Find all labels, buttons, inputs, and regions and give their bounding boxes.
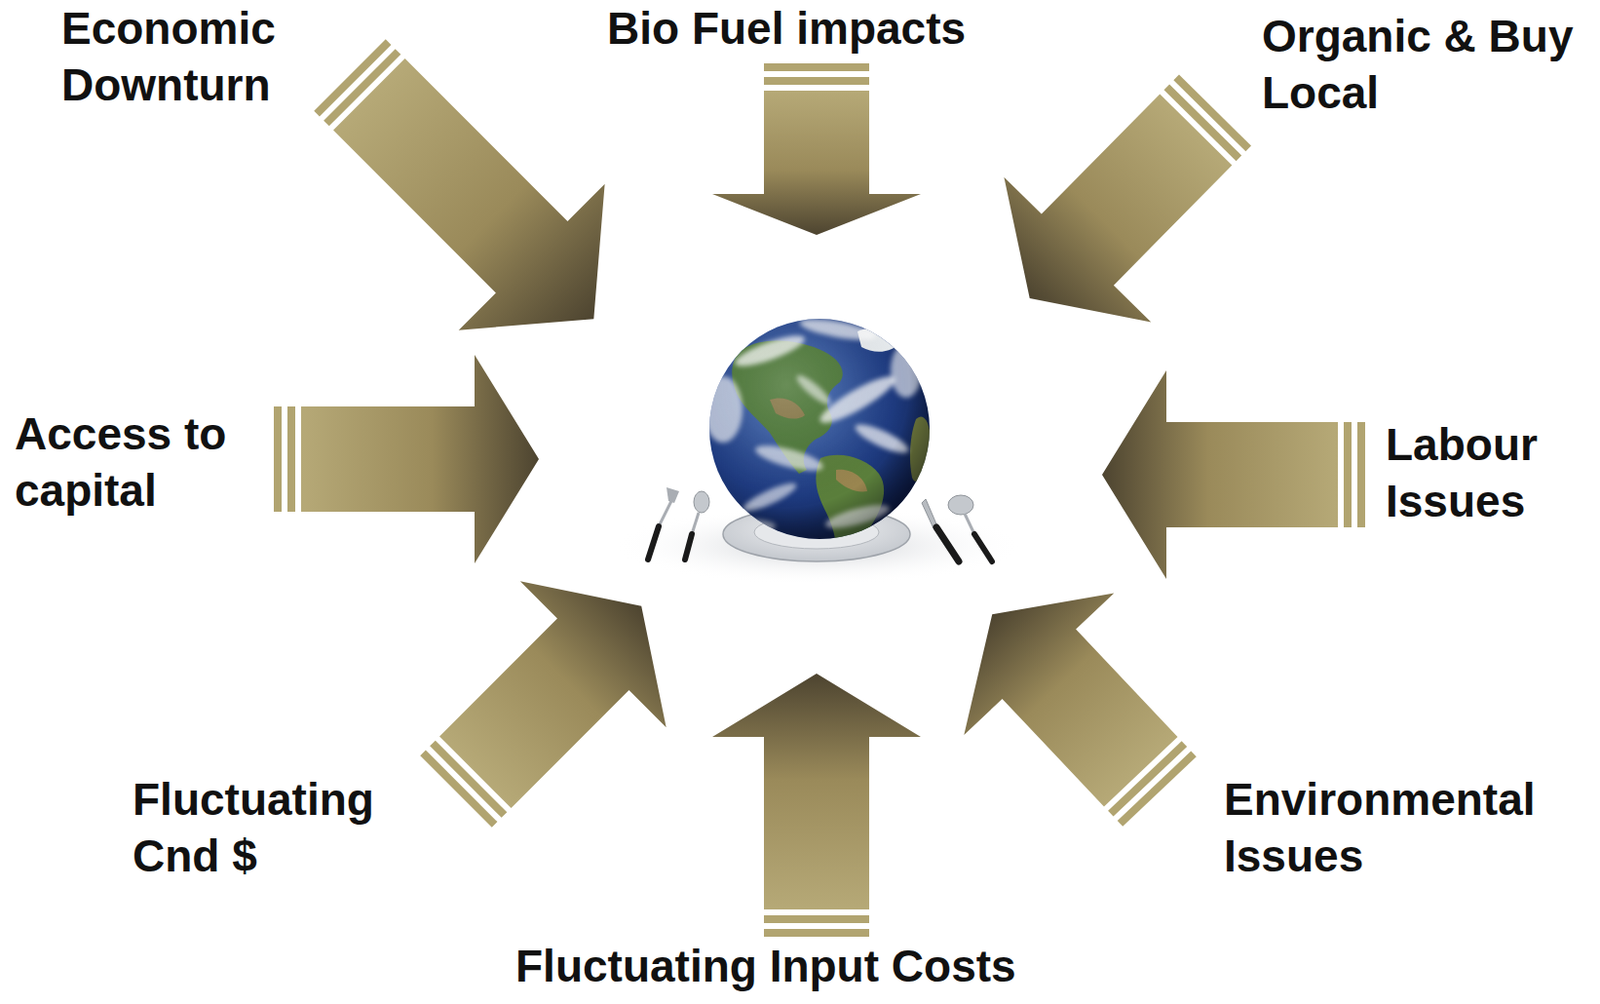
- spoon: [948, 495, 992, 562]
- arrow: [382, 533, 715, 865]
- arrow-body: [301, 354, 539, 564]
- arrow-body: [955, 57, 1270, 372]
- arrow-body: [402, 533, 715, 845]
- globe: [709, 318, 930, 539]
- arrow-stripe: [763, 928, 870, 937]
- factor-label: Labour Issues: [1385, 416, 1591, 530]
- spoon: [685, 491, 710, 560]
- arrow: [712, 673, 921, 937]
- arrow-stripe: [763, 63, 870, 72]
- arrow-body: [916, 543, 1217, 843]
- arrow: [916, 543, 1235, 863]
- factor-label: Environmental Issues: [1223, 770, 1585, 884]
- fork: [647, 487, 680, 560]
- arrow: [273, 354, 539, 564]
- factor-label: Bio Fuel impacts: [607, 0, 966, 57]
- arrow-stripe: [763, 76, 870, 85]
- factor-label: Fluctuating Input Costs: [515, 937, 1017, 994]
- arrow-stripe: [763, 914, 870, 923]
- globe-surface: [703, 314, 931, 566]
- arrow: [1102, 370, 1366, 579]
- factor-label: Organic & Buy Local: [1261, 7, 1594, 121]
- arrow: [276, 1, 667, 392]
- arrow-stripe: [287, 406, 296, 512]
- arrow: [955, 38, 1289, 372]
- arrow: [712, 63, 921, 235]
- arrow-body: [712, 90, 921, 235]
- factor-label: Access to capital: [14, 405, 268, 519]
- globe-on-plate: [613, 314, 1024, 585]
- arrow-stripe: [1357, 421, 1366, 528]
- arrow-body: [712, 673, 921, 910]
- arrow-stripe: [273, 406, 282, 512]
- arrow-body: [296, 21, 667, 392]
- arrow-body: [1102, 370, 1338, 579]
- factor-label: Fluctuating Cnd $: [132, 770, 425, 884]
- arrow-stripe: [1343, 421, 1352, 528]
- factor-label: Economic Downturn: [61, 0, 354, 114]
